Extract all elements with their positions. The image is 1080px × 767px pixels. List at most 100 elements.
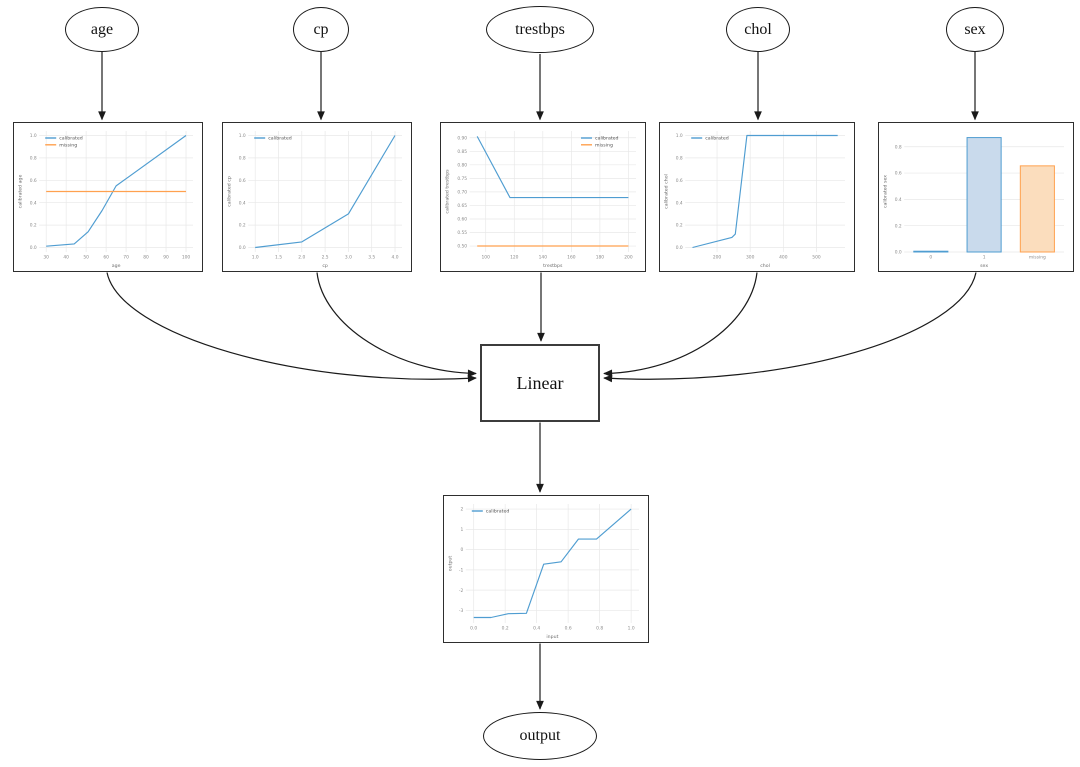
svg-text:0.70: 0.70 [457, 190, 467, 196]
svg-text:sex: sex [980, 264, 988, 269]
svg-text:0.8: 0.8 [596, 626, 603, 632]
svg-text:0.4: 0.4 [533, 626, 540, 632]
svg-text:140: 140 [539, 255, 548, 261]
svg-text:500: 500 [812, 255, 821, 261]
svg-text:output: output [448, 556, 454, 572]
svg-text:1: 1 [461, 527, 464, 533]
svg-text:0.90: 0.90 [457, 135, 467, 141]
svg-text:0.6: 0.6 [565, 626, 572, 632]
svg-text:70: 70 [123, 255, 129, 261]
svg-text:1: 1 [983, 255, 986, 261]
svg-text:0: 0 [461, 547, 464, 553]
svg-text:0.85: 0.85 [457, 149, 467, 155]
svg-text:0.80: 0.80 [457, 162, 467, 168]
svg-text:90: 90 [163, 255, 169, 261]
svg-text:input: input [546, 634, 558, 640]
svg-text:calibrated: calibrated [486, 509, 510, 515]
svg-text:0.6: 0.6 [895, 171, 902, 177]
node-trestbps: trestbps [486, 6, 594, 53]
svg-text:200: 200 [624, 255, 633, 261]
svg-text:0.8: 0.8 [676, 155, 683, 161]
svg-text:0.75: 0.75 [457, 176, 467, 182]
linear-node: Linear [480, 344, 600, 422]
node-age: age [65, 7, 139, 52]
svg-text:missing: missing [1029, 255, 1046, 261]
svg-text:-3: -3 [459, 608, 464, 614]
svg-text:1.0: 1.0 [676, 133, 683, 139]
node-output-label: output [519, 727, 561, 744]
node-trestbps-label: trestbps [515, 20, 565, 38]
svg-text:0.0: 0.0 [470, 626, 477, 632]
svg-text:3.5: 3.5 [368, 255, 375, 261]
svg-text:0.0: 0.0 [30, 245, 37, 251]
svg-text:200: 200 [713, 255, 722, 261]
svg-text:1.0: 1.0 [30, 133, 37, 139]
svg-text:2.5: 2.5 [322, 255, 329, 261]
node-age-label: age [90, 20, 114, 38]
node-chol-label: chol [744, 20, 772, 38]
svg-text:0.2: 0.2 [895, 223, 902, 229]
svg-text:0.6: 0.6 [30, 178, 37, 184]
svg-text:80: 80 [143, 255, 149, 261]
svg-text:0.4: 0.4 [30, 200, 37, 206]
edge-arrow [316, 272, 477, 378]
svg-text:calibrated cp: calibrated cp [227, 176, 233, 207]
svg-text:calibrated chol: calibrated chol [664, 174, 670, 209]
linear-node-label: Linear [516, 372, 564, 393]
svg-text:trestbps: trestbps [543, 263, 563, 269]
svg-text:0.4: 0.4 [895, 197, 902, 203]
svg-text:0.8: 0.8 [239, 155, 246, 161]
svg-text:missing: missing [595, 143, 613, 149]
svg-text:160: 160 [567, 255, 576, 261]
svg-text:0.2: 0.2 [30, 223, 37, 229]
svg-text:0.6: 0.6 [676, 178, 683, 184]
svg-text:calibrated: calibrated [595, 136, 619, 142]
svg-text:2.0: 2.0 [298, 255, 305, 261]
svg-text:age: age [112, 264, 121, 269]
svg-text:calibrated: calibrated [705, 136, 729, 142]
node-cp-label: cp [313, 20, 329, 38]
svg-text:chol: chol [760, 263, 770, 269]
node-sex-label: sex [964, 20, 986, 38]
svg-text:0: 0 [929, 255, 932, 261]
svg-text:50: 50 [83, 255, 89, 261]
svg-text:0.4: 0.4 [239, 200, 246, 206]
edge-arrow [603, 272, 758, 378]
edge-arrow [603, 272, 977, 383]
edge-arrow [106, 272, 477, 383]
svg-text:cp: cp [322, 264, 328, 269]
svg-text:0.2: 0.2 [676, 223, 683, 229]
svg-text:1.0: 1.0 [252, 255, 259, 261]
svg-text:180: 180 [596, 255, 605, 261]
svg-text:3.0: 3.0 [345, 255, 352, 261]
svg-text:0.8: 0.8 [30, 155, 37, 161]
svg-text:0.2: 0.2 [502, 626, 509, 632]
svg-text:calibrated age: calibrated age [18, 175, 24, 209]
svg-text:100: 100 [182, 255, 191, 261]
svg-text:1.5: 1.5 [275, 255, 282, 261]
svg-text:calibrated trestbps: calibrated trestbps [445, 169, 451, 214]
svg-text:0.6: 0.6 [239, 178, 246, 184]
node-sex: sex [946, 7, 1004, 52]
node-cp: cp [293, 7, 349, 52]
svg-text:0.2: 0.2 [239, 223, 246, 229]
svg-text:0.60: 0.60 [457, 217, 467, 223]
svg-text:120: 120 [510, 255, 519, 261]
svg-text:40: 40 [63, 255, 69, 261]
svg-text:300: 300 [746, 255, 755, 261]
svg-text:400: 400 [779, 255, 788, 261]
svg-text:missing: missing [59, 143, 77, 149]
svg-text:-1: -1 [459, 567, 464, 573]
svg-text:0.50: 0.50 [457, 244, 467, 250]
svg-text:0.0: 0.0 [895, 250, 902, 256]
node-output: output [483, 712, 597, 760]
svg-text:calibrated: calibrated [268, 136, 292, 142]
svg-text:0.55: 0.55 [457, 230, 467, 236]
svg-text:calibrated: calibrated [59, 136, 83, 142]
